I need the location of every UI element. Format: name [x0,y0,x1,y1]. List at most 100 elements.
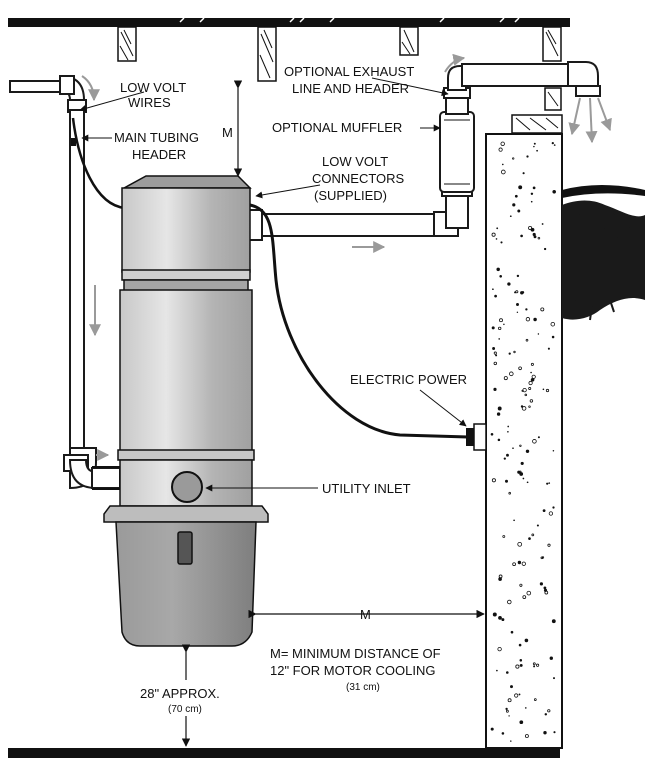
concrete-speckle [519,659,523,662]
concrete-speckle [520,234,523,238]
concrete-speckle [492,288,494,291]
concrete-speckle [551,335,555,339]
concrete-speckle [522,172,525,175]
concrete-speckle [533,665,536,668]
label-m-side: M [360,607,371,622]
concrete-speckle [529,399,534,403]
concrete-speckle [536,524,539,527]
concrete-speckle [532,186,536,190]
concrete-speckle [503,457,506,460]
concrete-speckle [512,447,514,450]
concrete-speckle [517,209,521,213]
concrete-speckle [550,321,556,327]
concrete-speckle [520,461,524,465]
concrete-speckle [552,190,556,194]
concrete-speckle [521,561,526,566]
concrete-speckle [517,560,522,565]
concrete-speckle [519,720,524,725]
label-m-definition-metric: (31 cm) [346,682,380,693]
concrete-speckle [500,241,503,244]
concrete-speckle [546,482,549,485]
concrete-speckle [508,352,511,355]
concrete-speckle [530,200,533,203]
concrete-speckle [496,412,501,416]
concrete-speckle [513,350,516,354]
concrete-speckle [522,477,525,480]
concrete-speckle [522,387,527,393]
concrete-speckle [507,698,512,703]
ceiling [8,17,570,134]
concrete-speckle [530,378,535,382]
concrete-speckle [525,449,530,453]
concrete-speckle [552,449,555,452]
label-main-tubing-header: MAIN TUBING HEADER [114,130,203,162]
concrete-speckle [530,192,534,196]
concrete-speckle [505,671,509,674]
concrete-speckle [530,371,532,374]
floor [8,748,560,758]
concrete-speckle [528,387,532,390]
label-optional-muffler: OPTIONAL MUFFLER [272,120,402,135]
concrete-speckle [519,583,523,587]
concrete-wall [485,133,563,749]
concrete-speckle [507,425,510,428]
concrete-speckle [515,664,520,669]
concrete-speckle [552,506,555,509]
concrete-speckle [516,311,519,313]
concrete-speckle [507,431,509,433]
concrete-speckle [498,574,503,579]
concrete-speckle [533,145,535,148]
concrete-speckle [520,405,524,408]
power-outlet [473,423,487,451]
concrete-speckle [525,317,531,322]
concrete-speckle [553,677,555,680]
concrete-speckle [499,318,503,323]
concrete-speckle [507,599,512,605]
label-utility-inlet: UTILITY INLET [322,481,411,496]
concrete-speckle [545,388,550,393]
concrete-speckle [498,147,503,152]
concrete-speckle [496,267,500,272]
concrete-speckle [524,734,529,738]
concrete-speckle [500,169,506,175]
label-m-definition: M= MINIMUM DISTANCE OF 12" FOR MOTOR COO… [270,646,444,678]
concrete-speckle [500,141,505,146]
concrete-speckle [495,354,498,357]
label-electric-power: ELECTRIC POWER [350,372,467,387]
concrete-speckle [492,612,497,617]
concrete-speckle [540,307,545,312]
concrete-speckle [531,533,535,537]
concrete-speckle [496,669,498,672]
concrete-speckle [537,436,540,439]
concrete-speckle [510,740,512,742]
concrete-speckle [516,274,520,278]
concrete-speckle [503,323,505,326]
concrete-speckle [551,141,554,145]
label-low-volt-wires: LOW VOLT WIRES [120,80,190,110]
concrete-speckle [537,236,541,240]
concrete-speckle [522,595,527,599]
concrete-speckle [541,223,544,225]
concrete-speckle [514,291,517,294]
concrete-speckle [512,562,516,567]
concrete-speckle [498,338,501,340]
label-floor-clearance-metric: (70 cm) [168,704,202,715]
concrete-speckle [547,543,551,547]
concrete-speckle [491,478,496,483]
concrete-speckle [514,693,519,698]
concrete-speckle [493,351,497,355]
concrete-speckle [505,709,509,713]
airflow-arrows [81,53,612,461]
concrete-speckle [496,227,499,230]
concrete-speckle [524,393,528,397]
concrete-speckle [516,303,519,306]
concrete-speckle [513,519,515,522]
concrete-speckle [526,481,529,484]
concrete-speckle [498,616,502,620]
concrete-speckle [510,630,514,634]
concrete-speckle [551,619,556,624]
main-tubing-pipe [9,74,121,490]
concrete-speckle [518,643,522,647]
label-optional-exhaust: OPTIONAL EXHAUST LINE AND HEADER [284,64,418,96]
